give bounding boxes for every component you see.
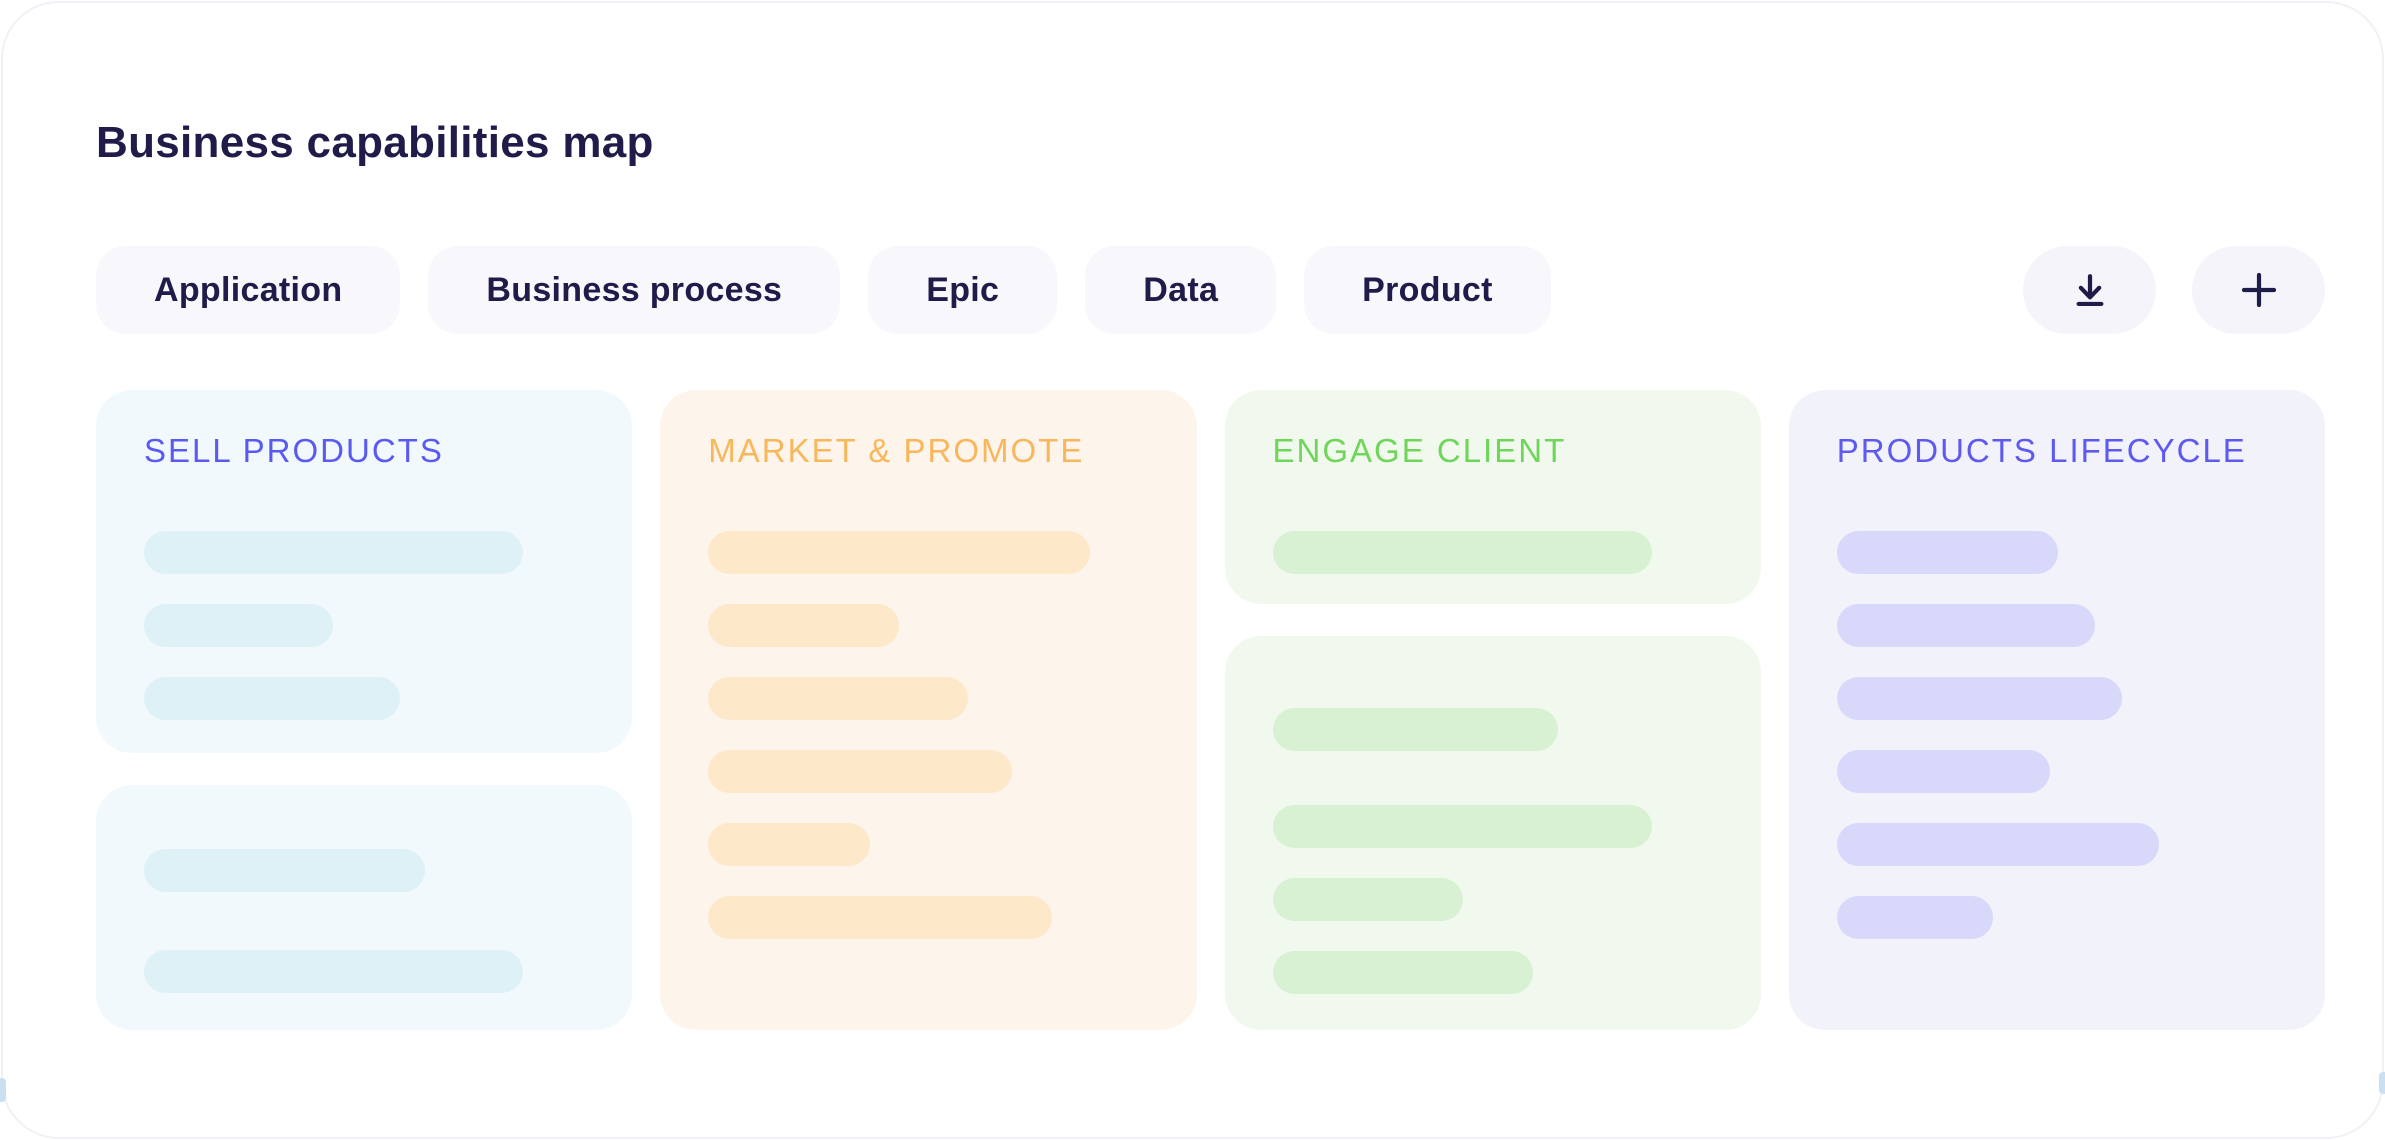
column-title-market-promote: MARKET & PROMOTE xyxy=(708,432,1085,469)
placeholder-bar xyxy=(708,604,900,647)
placeholder-bar xyxy=(1836,531,2058,574)
filter-chip-business-process[interactable]: Business process xyxy=(428,246,841,334)
add-button[interactable] xyxy=(2192,246,2325,334)
placeholder-bar xyxy=(1272,531,1652,574)
capability-card-products-lifecycle-1[interactable]: PRODUCTS LIFECYCLE xyxy=(1788,390,2325,1030)
placeholder-bar xyxy=(708,823,871,866)
capability-columns: SELL PRODUCTS MARKET & PROMOTE ENGAGE CLIE… xyxy=(96,390,2325,1030)
filter-chip-application[interactable]: Application xyxy=(96,246,401,334)
placeholder-bar xyxy=(144,950,523,993)
column-title-sell-products: SELL PRODUCTS xyxy=(144,432,444,469)
placeholder-bar xyxy=(708,896,1053,939)
placeholder-bar xyxy=(1836,896,1993,939)
placeholder-bar xyxy=(144,531,523,574)
column-engage-client: ENGAGE CLIENT xyxy=(1224,390,1761,1030)
placeholder-bar xyxy=(144,677,400,720)
filter-chips: Application Business process Epic Data Produ… xyxy=(96,246,1551,334)
placeholder-bar xyxy=(144,604,333,647)
column-products-lifecycle: PRODUCTS LIFECYCLE xyxy=(1788,390,2325,1030)
capability-card-sell-products-2[interactable] xyxy=(96,785,633,1030)
capability-card-market-promote-1[interactable]: MARKET & PROMOTE xyxy=(660,390,1197,1030)
toolbar xyxy=(2023,246,2325,334)
placeholder-bar xyxy=(1836,823,2159,866)
column-sell-products: SELL PRODUCTS xyxy=(96,390,633,1030)
placeholder-bar xyxy=(1272,805,1652,848)
plus-icon xyxy=(2235,266,2283,314)
placeholder-bar xyxy=(1836,750,2050,793)
filter-chip-data[interactable]: Data xyxy=(1085,246,1277,334)
placeholder-bar xyxy=(708,750,1013,793)
download-icon xyxy=(2068,268,2112,312)
page-title: Business capabilities map xyxy=(96,118,654,168)
filter-chip-product[interactable]: Product xyxy=(1304,246,1551,334)
filter-chip-epic[interactable]: Epic xyxy=(868,246,1058,334)
capability-card-engage-client-2[interactable] xyxy=(1224,636,1761,1030)
placeholder-bar xyxy=(1272,951,1533,994)
placeholder-bar xyxy=(1272,708,1558,751)
placeholder-bar xyxy=(1836,677,2122,720)
edge-accent-left xyxy=(0,1078,6,1102)
download-button[interactable] xyxy=(2023,246,2156,334)
capability-card-engage-client-1[interactable]: ENGAGE CLIENT xyxy=(1224,390,1761,604)
placeholder-bar xyxy=(708,677,969,720)
column-market-promote: MARKET & PROMOTE xyxy=(660,390,1197,1030)
capability-card-sell-products-1[interactable]: SELL PRODUCTS xyxy=(96,390,633,753)
placeholder-bar xyxy=(708,531,1091,574)
column-title-engage-client: ENGAGE CLIENT xyxy=(1272,432,1567,469)
column-title-products-lifecycle: PRODUCTS LIFECYCLE xyxy=(1836,432,2247,469)
placeholder-bar xyxy=(1836,604,2095,647)
edge-accent-right xyxy=(2379,1072,2385,1094)
placeholder-bar xyxy=(144,849,425,892)
placeholder-bar xyxy=(1272,878,1463,921)
